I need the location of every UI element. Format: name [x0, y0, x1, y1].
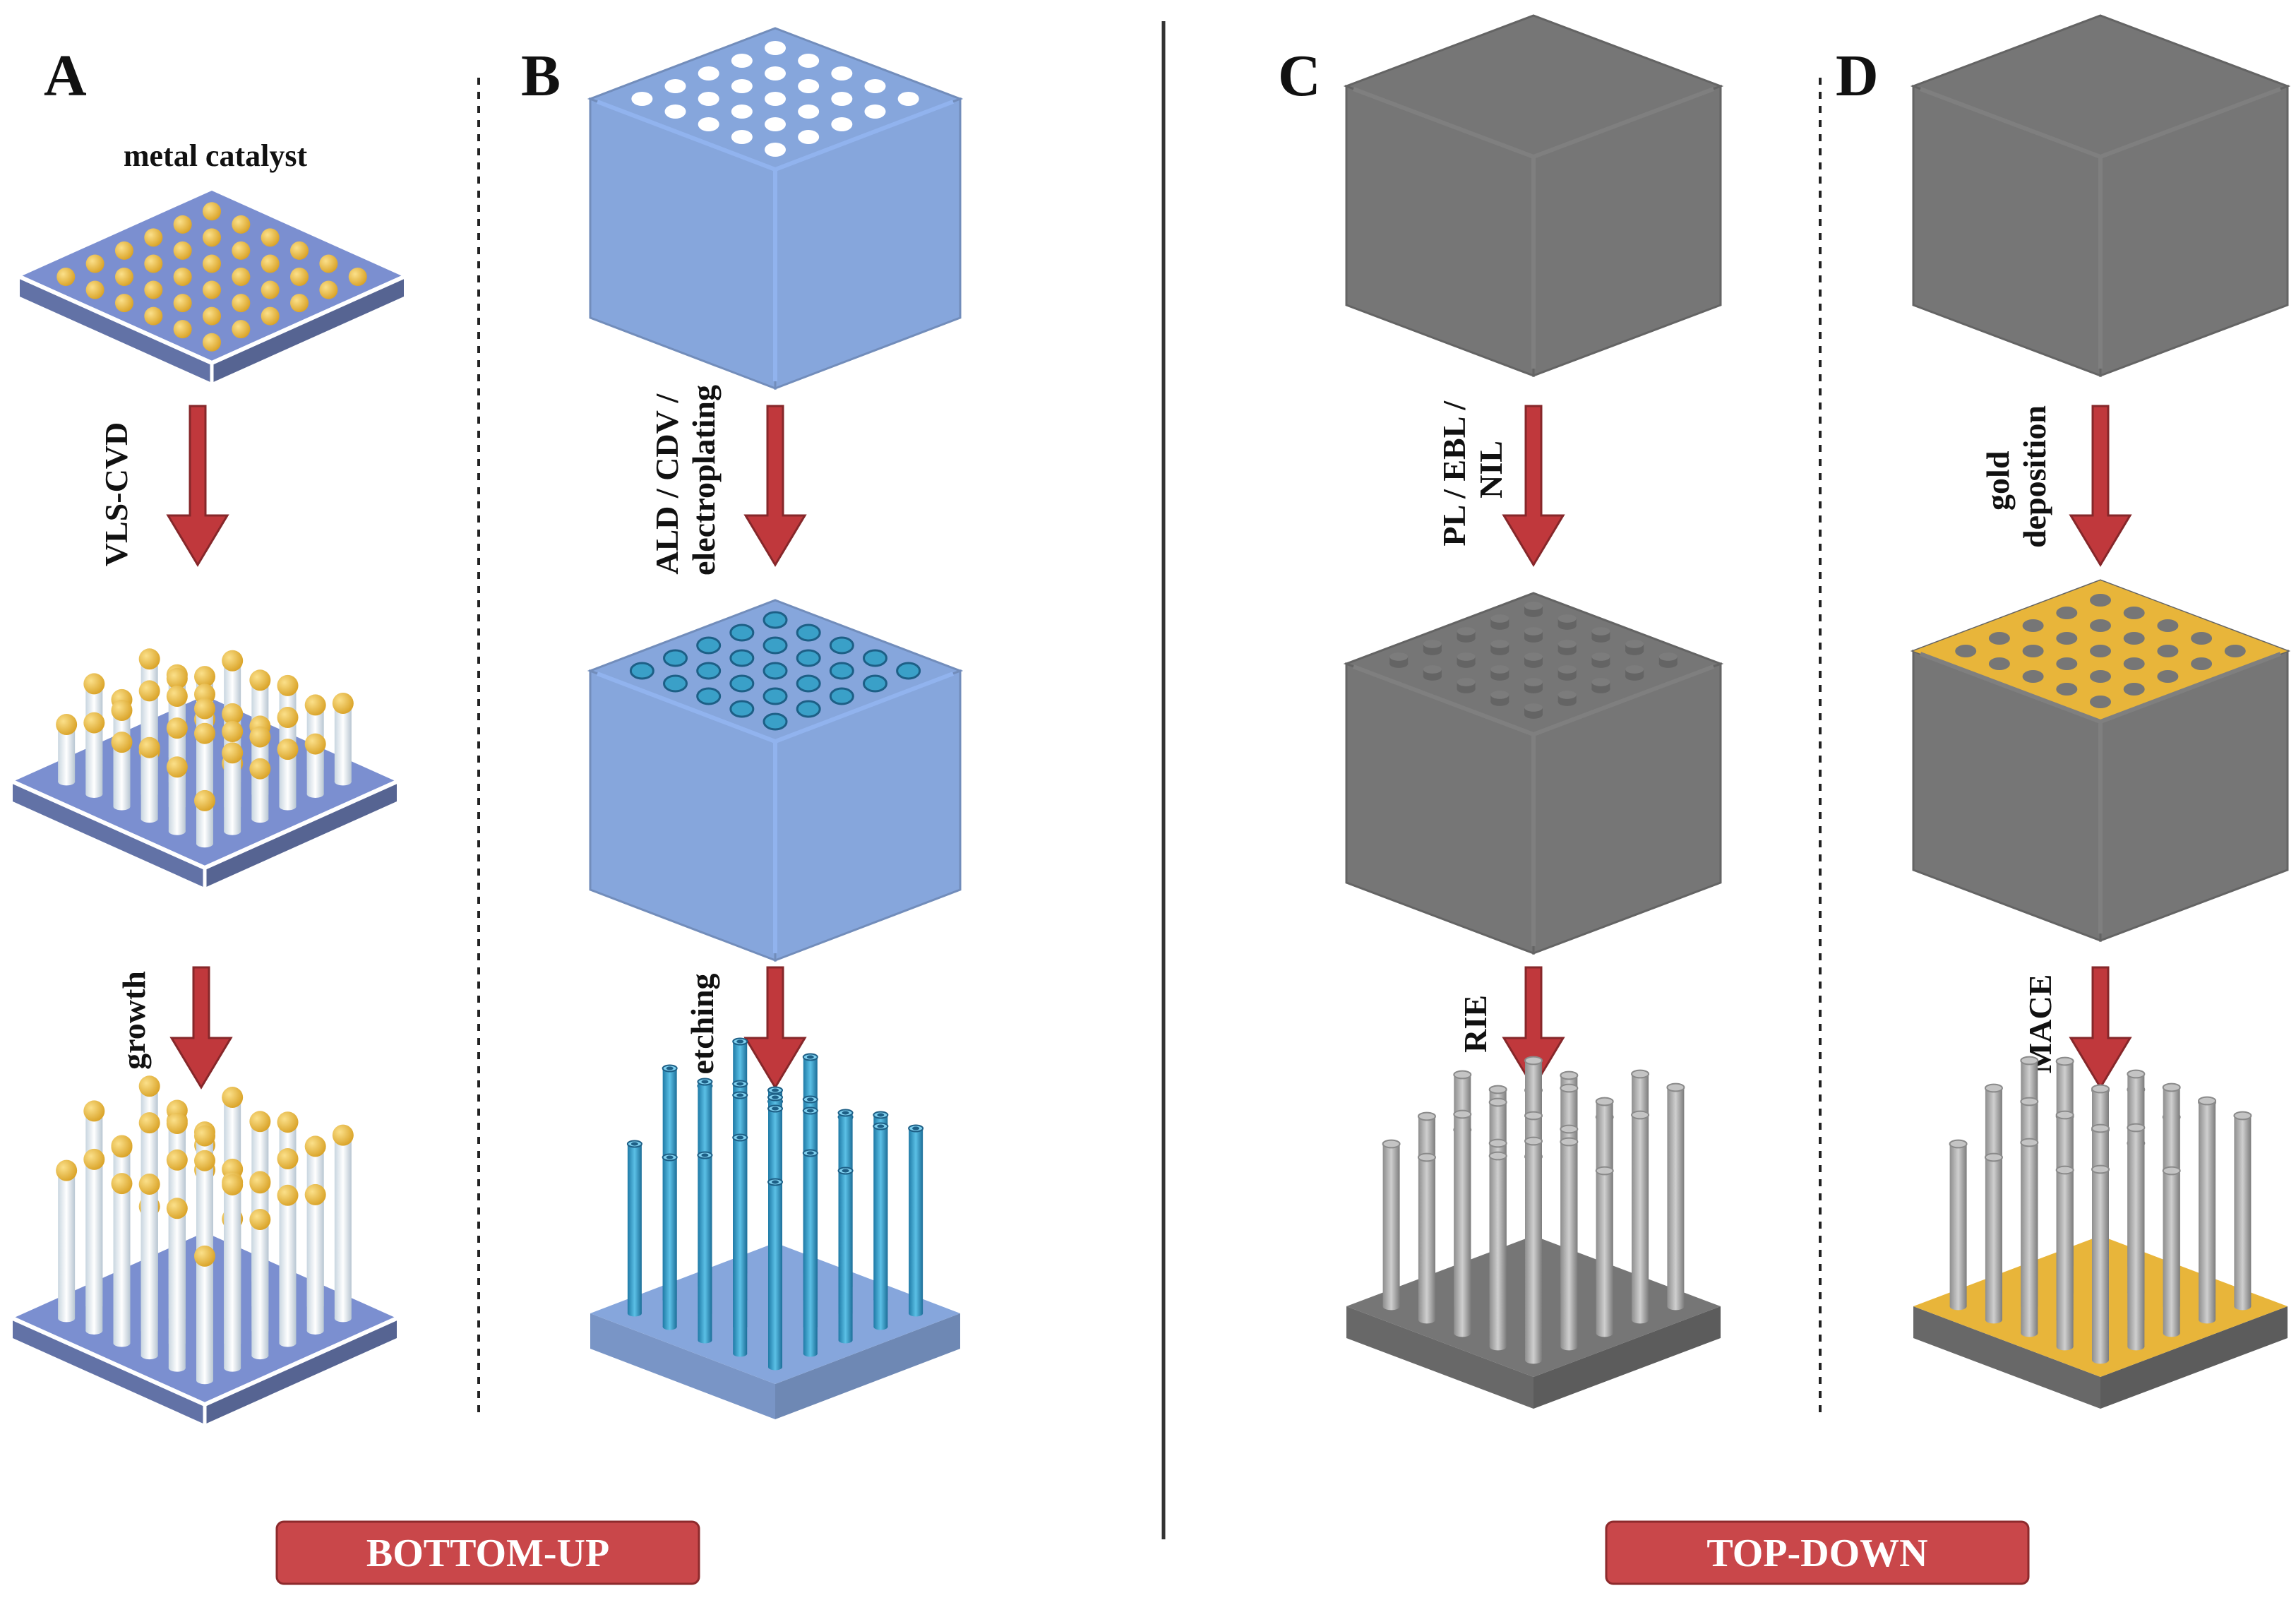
bottom-up-banner: BOTTOM-UP — [275, 1520, 700, 1585]
porous-template-cube — [587, 27, 964, 390]
step-label-gold-deposition: gold deposition — [1980, 405, 2052, 548]
filled-template-cube — [587, 599, 964, 962]
down-arrow-icon — [1502, 405, 1565, 567]
top-down-label: TOP-DOWN — [1706, 1532, 1927, 1575]
down-arrow-icon — [1502, 966, 1565, 1090]
step-label-rie: RIE — [1457, 995, 1493, 1053]
panel-c: PL / EBL / NIL RIE — [1343, 14, 1724, 1409]
down-arrow-icon — [2069, 966, 2132, 1090]
down-arrow-icon — [169, 966, 233, 1090]
panel-letter-c: C — [1278, 43, 1321, 109]
short-nanowires — [11, 648, 398, 888]
down-arrow-icon — [743, 405, 807, 567]
step-label-deposition: ALD / CDV / electroplating — [649, 385, 722, 575]
panel-letter-d: D — [1836, 43, 1879, 109]
step-label-growth: growth — [116, 971, 152, 1070]
mace-pillar-array — [1913, 1056, 2288, 1409]
silicon-cube — [1343, 14, 1724, 378]
patterned-silicon-cube — [1343, 592, 1724, 955]
gold-coated-cube — [1910, 579, 2291, 943]
panel-b: ALD / CDV / electroplating etching — [587, 27, 964, 1419]
panel-a: VLS-CVD growth — [11, 191, 405, 1424]
down-arrow-icon — [2069, 405, 2132, 567]
metal-catalyst-label: metal catalyst — [124, 138, 308, 173]
catalyst-substrate — [18, 191, 405, 383]
long-nanowires — [11, 1075, 398, 1424]
step-label-etching: etching — [684, 973, 720, 1074]
bottom-up-label: BOTTOM-UP — [366, 1532, 609, 1575]
panel-letter-a: A — [44, 43, 87, 109]
down-arrow-icon — [166, 405, 229, 567]
step-label-vls-cvd: VLS-CVD — [98, 422, 134, 566]
top-down-banner: TOP-DOWN — [1605, 1520, 2030, 1585]
nanotube-array — [590, 1037, 960, 1419]
step-label-lithography: PL / EBL / NIL — [1436, 393, 1509, 546]
silicon-cube — [1910, 14, 2291, 378]
panel-letter-b: B — [521, 43, 561, 109]
down-arrow-icon — [743, 966, 807, 1090]
silicon-pillar-array — [1346, 1056, 1721, 1409]
panel-d: gold deposition MACE — [1910, 14, 2291, 1409]
